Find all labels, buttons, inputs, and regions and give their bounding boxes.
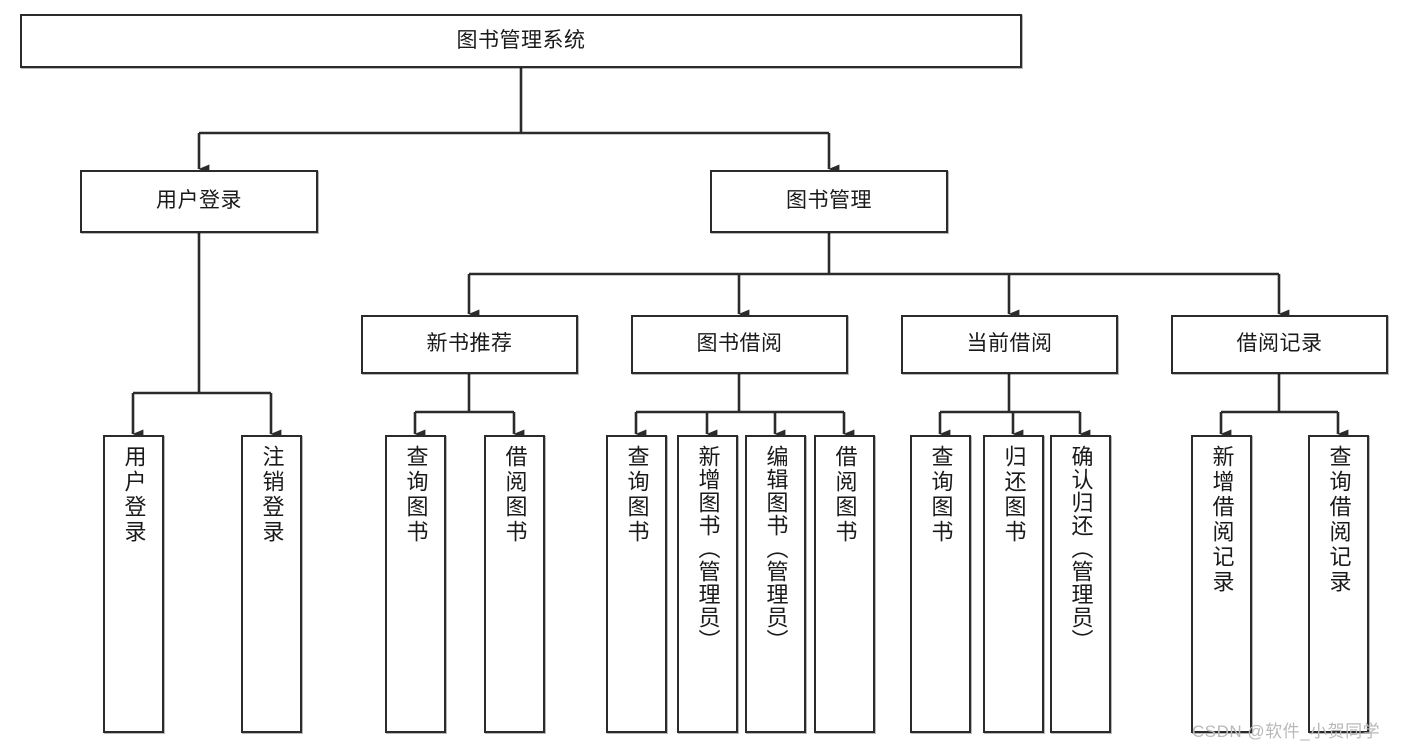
node-leaf-query-borrow-record[interactable]: 查询借阅记录 [1308, 435, 1369, 733]
node-leaf-query-book-3[interactable]: 查询图书 [910, 435, 971, 733]
node-label: 注销登录 [259, 445, 285, 545]
node-leaf-borrow-book-2[interactable]: 借阅图书 [814, 435, 875, 733]
node-label: 查询图书 [624, 445, 650, 545]
node-label: 查询借阅记录 [1326, 445, 1352, 595]
node-label: 借阅图书 [832, 445, 858, 545]
node-leaf-edit-book[interactable]: 编辑图书（管理员） [745, 435, 806, 733]
node-book-borrow[interactable]: 图书借阅 [631, 315, 848, 374]
node-label: 用户登录 [156, 189, 242, 213]
node-leaf-query-book-1[interactable]: 查询图书 [385, 435, 446, 733]
node-label: 新书推荐 [426, 332, 513, 356]
node-root-title[interactable]: 图书管理系统 [20, 14, 1022, 68]
node-leaf-query-book-2[interactable]: 查询图书 [606, 435, 667, 733]
node-leaf-add-book[interactable]: 新增图书（管理员） [677, 435, 738, 733]
node-label: 新增图书（管理员） [695, 445, 721, 652]
node-label: 归还图书 [1001, 445, 1027, 545]
node-borrow-record[interactable]: 借阅记录 [1171, 315, 1388, 374]
node-book-management[interactable]: 图书管理 [710, 170, 948, 233]
node-label: 图书管理系统 [456, 28, 586, 52]
node-leaf-logout[interactable]: 注销登录 [241, 435, 302, 733]
node-label: 借阅图书 [502, 445, 528, 545]
node-current-borrow[interactable]: 当前借阅 [901, 315, 1118, 374]
node-leaf-user-login[interactable]: 用户登录 [103, 435, 164, 733]
node-label: 查询图书 [403, 445, 429, 545]
node-label: 查询图书 [928, 445, 954, 545]
node-leaf-return-book[interactable]: 归还图书 [983, 435, 1044, 733]
node-label: 当前借阅 [966, 332, 1053, 356]
node-label: 用户登录 [121, 445, 147, 545]
node-leaf-confirm-return[interactable]: 确认归还（管理员） [1050, 435, 1111, 733]
node-label: 新增借阅记录 [1209, 445, 1235, 595]
node-label: 编辑图书（管理员） [763, 445, 789, 652]
node-new-book-recommend[interactable]: 新书推荐 [361, 315, 578, 374]
node-label: 确认归还（管理员） [1068, 445, 1094, 652]
node-label: 借阅记录 [1236, 332, 1323, 356]
node-leaf-borrow-book-1[interactable]: 借阅图书 [484, 435, 545, 733]
node-user-login[interactable]: 用户登录 [80, 170, 318, 233]
node-label: 图书管理 [786, 189, 872, 213]
node-label: 图书借阅 [696, 332, 783, 356]
node-leaf-add-borrow-record[interactable]: 新增借阅记录 [1191, 435, 1252, 733]
